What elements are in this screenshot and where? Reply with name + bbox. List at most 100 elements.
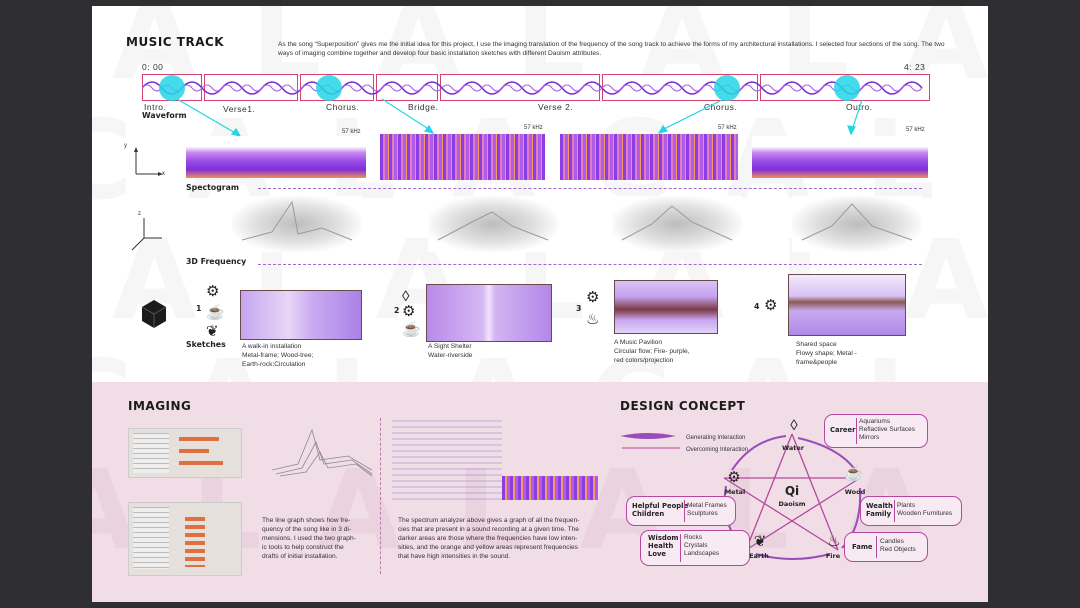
imaging-title: IMAGING — [128, 399, 192, 413]
gear-icon: ⚙ — [727, 469, 741, 486]
wealth-item: Plants — [897, 502, 916, 509]
legend-generating: Generating Interaction — [686, 435, 746, 441]
career-item: Mirrors — [859, 434, 880, 441]
imaging-text-1-line: quency of the song like in 3 di- — [262, 526, 352, 533]
fame-head: Fame — [852, 543, 873, 551]
sketch-4-number: 4 — [754, 302, 760, 311]
music-track-title: MUSIC TRACK — [126, 35, 225, 49]
gear-icon: ⚙ — [402, 303, 416, 320]
sketch-3-drawing — [614, 280, 718, 334]
wisdom-item: Rocks — [684, 534, 703, 541]
career-box — [824, 414, 928, 448]
spectrogram-chorus — [380, 134, 545, 180]
fame-item: Red Objects — [880, 546, 916, 553]
helpful-box — [626, 496, 736, 526]
sketch-1-line2: Metal-frame; Wood-tree; — [242, 352, 314, 359]
section-label-chorus: Chorus. — [326, 102, 360, 112]
sketch-2-number: 2 — [394, 306, 400, 315]
spectrum-analyzer — [502, 476, 598, 500]
career-item: Aquariums — [859, 418, 891, 425]
sketch-4-line2: Flowy shape; Metal - — [796, 350, 857, 357]
divider — [258, 264, 922, 265]
helpful-item: Sculptures — [687, 510, 718, 517]
imaging-text-1-line: The line graph shows how fre- — [262, 517, 351, 524]
gear-icon: ⚙ — [586, 289, 600, 306]
children-head: Children — [632, 510, 665, 518]
spectrogram-outro — [752, 136, 928, 178]
node-water: Water — [781, 444, 805, 452]
axis-x-label: x — [162, 171, 165, 177]
sketch-2-title: A Sight Shelter — [428, 343, 472, 350]
sketch-1-line3: Earth-rock;Circulation — [242, 361, 306, 368]
imaging-text-2: The spectrum analyzer above gives a grap… — [398, 516, 598, 561]
axis-z-label: z — [138, 211, 141, 217]
code-screenshot — [392, 420, 502, 504]
spec-tag: 57 kHz — [342, 129, 361, 135]
spec-tag: 57 kHz — [524, 125, 543, 131]
wisdom-box — [640, 530, 750, 566]
spec-tag: 57 kHz — [718, 125, 737, 131]
fire-icon: ♨ — [586, 311, 600, 328]
sketch-3-title: A Music Pavilion — [614, 339, 663, 346]
imaging-text-1-line: mensions. I used the two graph- — [262, 535, 356, 542]
sketch-1-number: 1 — [196, 304, 202, 313]
poster-sheet: A L A L A L A L A C A L A C A L A C A L … — [92, 6, 988, 602]
section-label-verse1: Verse1. — [223, 104, 256, 114]
sketch-4-title: Shared space — [796, 341, 837, 348]
node-fire: Fire — [825, 552, 841, 560]
spectrogram-chorus2 — [560, 134, 738, 180]
sketch-3-number: 3 — [576, 304, 582, 313]
axis-y-label: y — [124, 143, 127, 149]
time-start: 0: 00 — [142, 62, 164, 72]
sketch-4-line3: frame&people — [796, 359, 838, 366]
bucket-icon: ☕ — [206, 304, 225, 321]
waveform-segment — [440, 74, 600, 101]
career-head: Career — [830, 426, 856, 434]
imaging-text-2-line: darker areas are those where the frequen… — [398, 535, 578, 542]
frequency-3d-intro — [232, 196, 362, 252]
career-item: Reflactive Surfaces — [859, 426, 915, 433]
helpful-head: Helpful People — [632, 502, 689, 510]
section-label-chorus2: Chorus. — [704, 102, 738, 112]
sketch-4-drawing — [788, 274, 906, 336]
helpful-item: Metal Frames — [687, 502, 727, 509]
center-qi: Qi — [784, 484, 800, 498]
spec-tag: 57 kHz — [906, 127, 925, 133]
frequency-peaks — [241, 200, 913, 241]
center-daoism: Daoism — [778, 500, 806, 508]
frequency-3d-outro — [792, 196, 922, 252]
section-label-intro: Intro. — [144, 102, 167, 112]
qi-pentagram — [723, 433, 862, 560]
sketch-1-drawing — [240, 290, 362, 340]
imaging-text-2-line: that have high intensities in the sound. — [398, 553, 511, 560]
frequency-label: 3D Frequency — [186, 257, 247, 266]
wealth-head: Wealth — [866, 502, 893, 510]
imaging-text-2-line: The spectrum analyzer above gives a grap… — [398, 517, 580, 524]
frequency-3d-chorus2 — [612, 196, 742, 252]
legend-arrows — [620, 433, 680, 449]
music-track-description: As the song “Superposition” gives me the… — [278, 41, 945, 57]
frequency-3d-chorus — [428, 196, 558, 252]
sketch-1-title: A walk-in installation — [242, 343, 302, 350]
wealth-box — [860, 496, 962, 526]
section-arrows — [176, 98, 863, 137]
section-label-verse2: Verse 2. — [538, 102, 574, 112]
wealth-item: Wooden Furnitures — [897, 510, 953, 517]
software-screenshot-1 — [128, 428, 242, 478]
imaging-text-1-line: ic tools to help construct the — [262, 544, 344, 551]
software-screenshot-2 — [128, 502, 242, 576]
imaging-text-1: The line graph shows how fre- quency of … — [262, 516, 372, 561]
sketch-3-line3: red colors/projection — [614, 357, 674, 364]
waveform-label: Waveform — [142, 111, 187, 120]
sprout-icon: ❦ — [206, 323, 219, 340]
bucket-icon: ☕ — [402, 321, 421, 338]
divider — [380, 418, 381, 574]
imaging-text-1-line: drafts of initial installation. — [262, 553, 338, 560]
fire-icon: ♨ — [827, 533, 841, 550]
xy-axis-icon — [134, 147, 163, 176]
water-drop-icon: ◊ — [790, 417, 798, 434]
sketch-3-line2: Circular flow; Fire- purple, — [614, 348, 690, 355]
fame-item: Candles — [880, 538, 904, 545]
spectrogram-label: Spectogram — [186, 183, 240, 192]
wisdom-item: Landscapes — [684, 550, 720, 557]
